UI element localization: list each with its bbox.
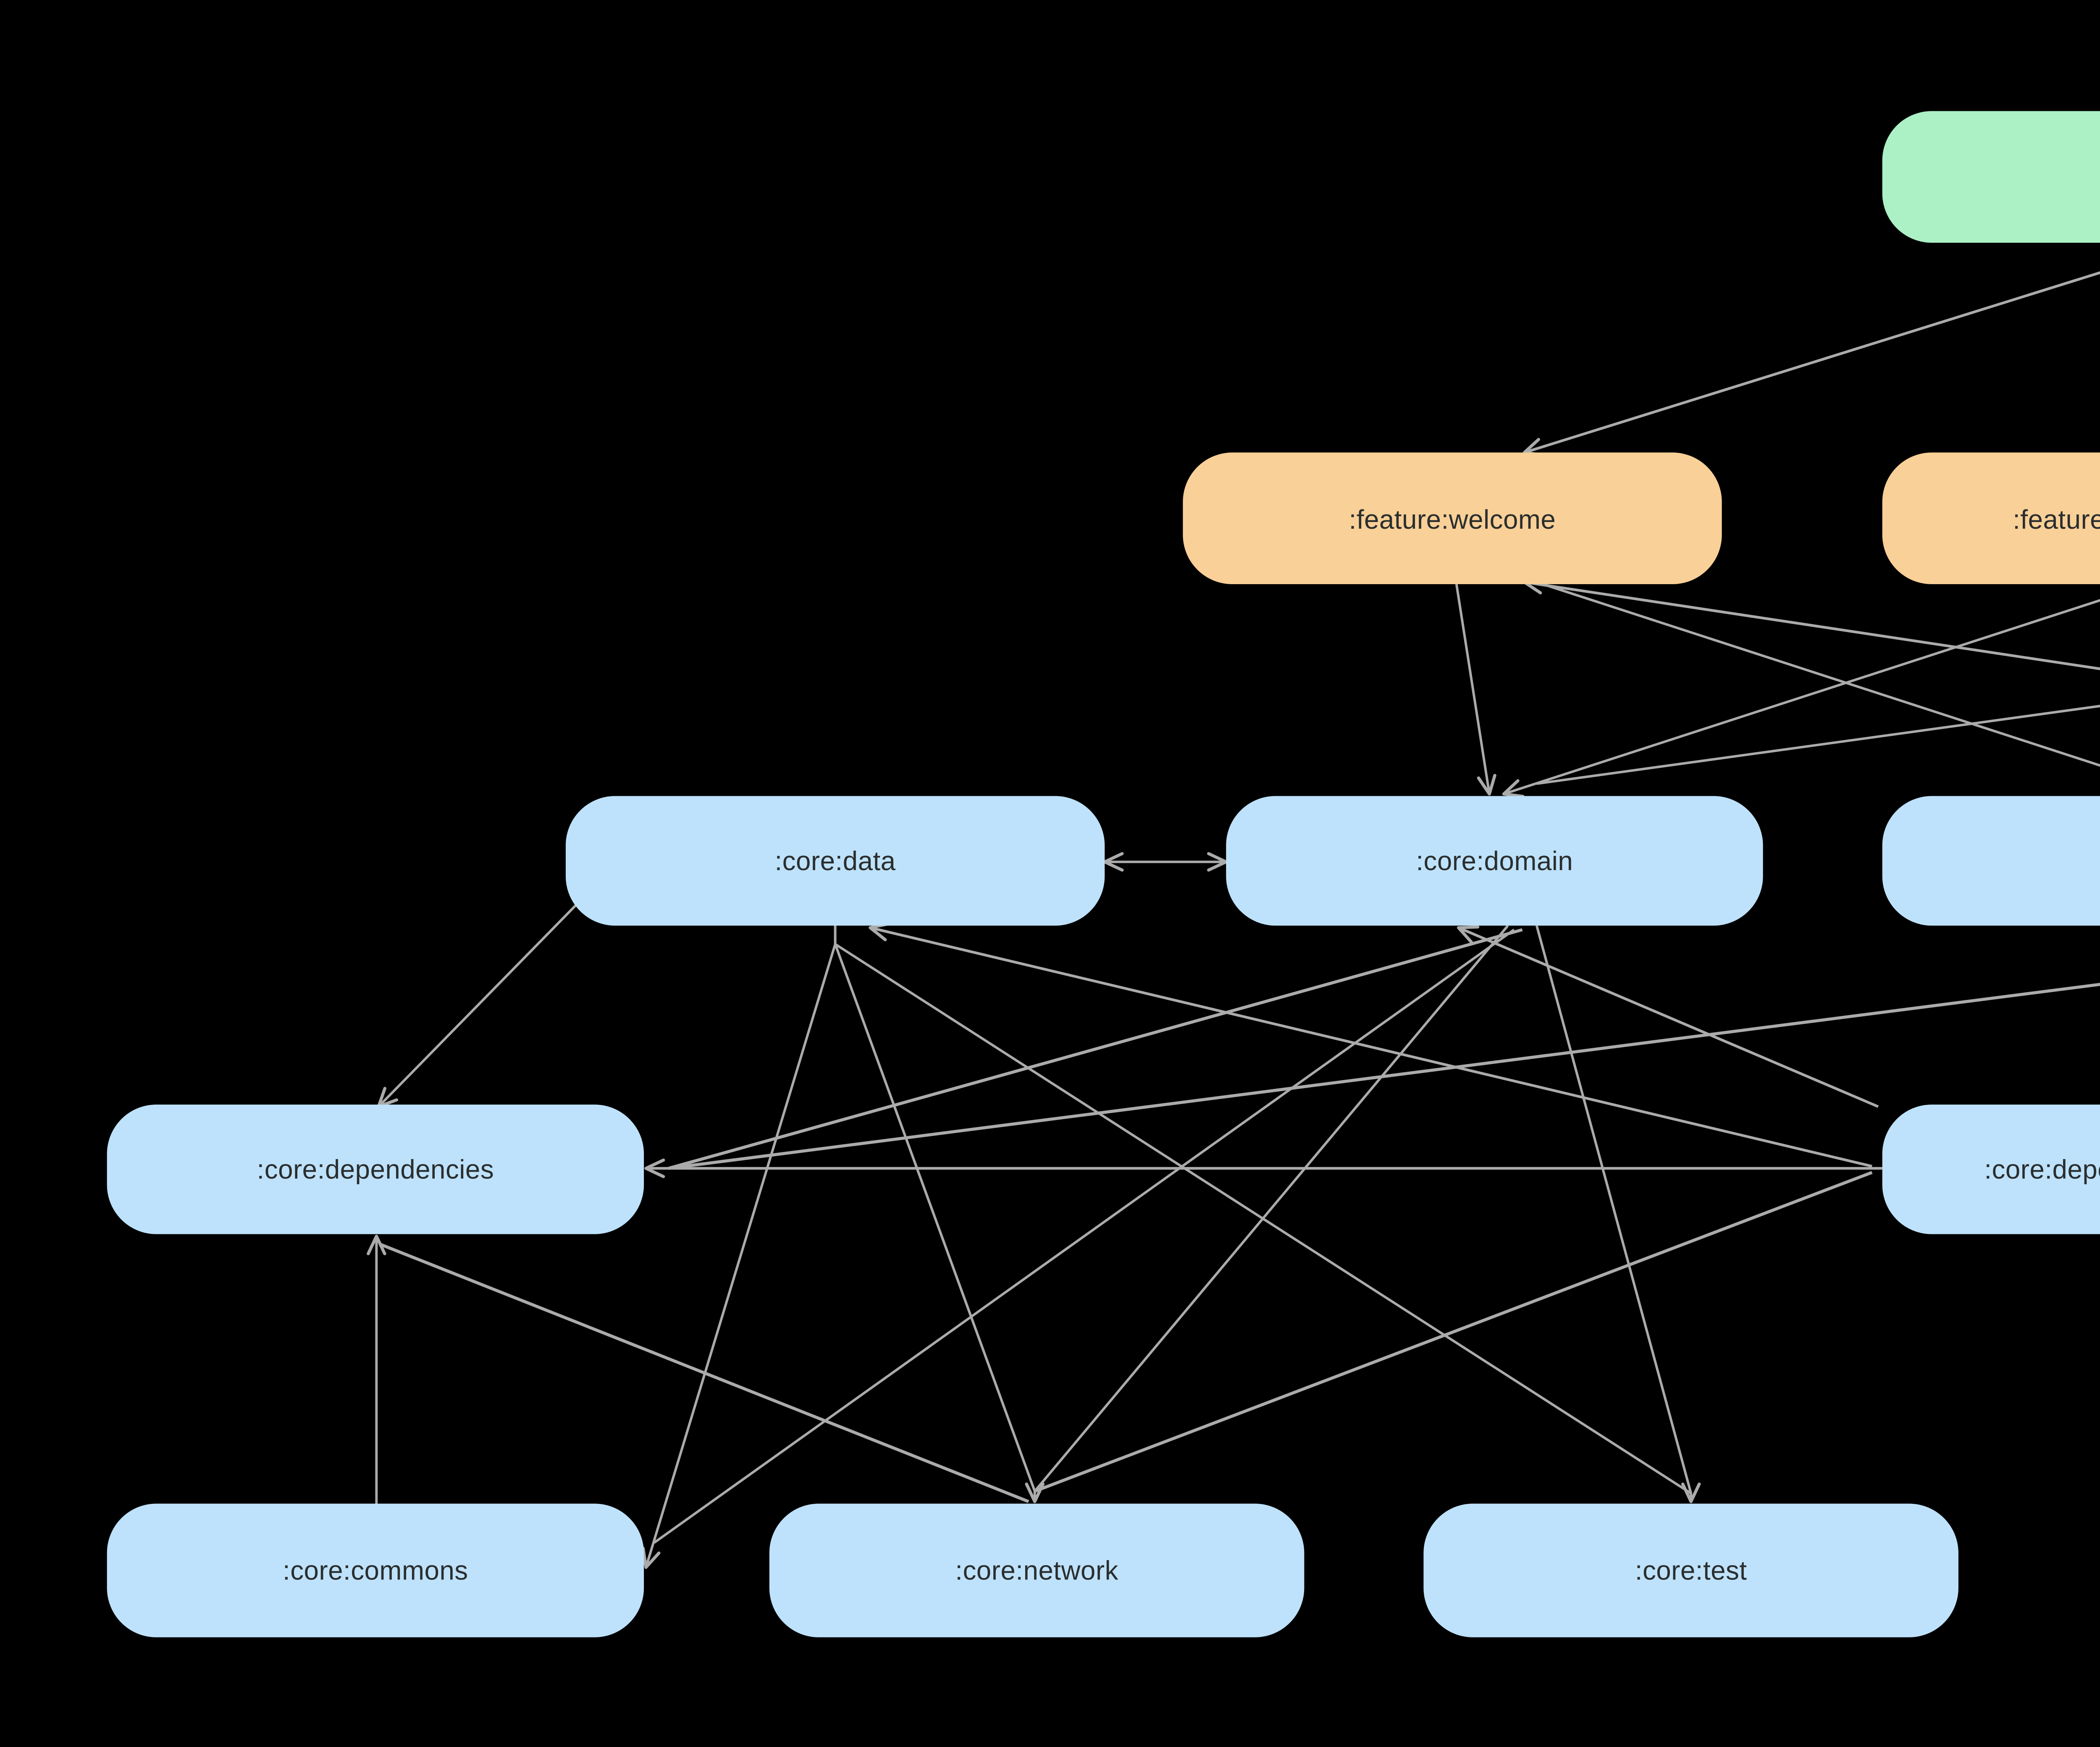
node-label: :feature:currencies_list xyxy=(2013,503,2100,534)
node-data: :core:data xyxy=(565,796,1105,926)
node-domain: :core:domain xyxy=(1226,796,1763,926)
edge-domain-test xyxy=(1535,925,1692,1494)
edge-data-dependencies xyxy=(377,904,577,1108)
node-label: :core:test xyxy=(1635,1555,1747,1586)
edge-di-data xyxy=(869,922,1872,1168)
node-di: :core:dependency_injection xyxy=(1882,1104,2100,1234)
node-label: :core:data xyxy=(774,845,896,876)
node-label: :core:network xyxy=(955,1555,1118,1586)
edge-network-dependencies xyxy=(380,1243,1029,1503)
edge-di-domain xyxy=(1457,925,1879,1108)
node-commons: :core:commons xyxy=(107,1503,644,1637)
edge-app-welcome xyxy=(1522,271,2100,457)
node-dependencies: :core:dependencies xyxy=(107,1104,644,1234)
node-label: :core:dependencies xyxy=(257,1154,494,1185)
node-label: :core:dependency_injection xyxy=(1984,1154,2100,1185)
edge-welcome-ui xyxy=(1542,583,2100,767)
node-currencies-list: :feature:currencies_list xyxy=(1882,452,2100,585)
edge-navigation-welcome xyxy=(1522,575,2100,670)
edge-currencies_list-domain xyxy=(1502,599,2100,798)
node-app: app xyxy=(1882,111,2100,243)
edge-domain-network xyxy=(1034,925,1509,1492)
node-network: :core:network xyxy=(769,1503,1305,1637)
edge-navigation-dependencies xyxy=(668,983,2100,1170)
node-test: :core:test xyxy=(1423,1503,1958,1637)
edge-di-network xyxy=(1034,1171,1873,1493)
node-label: :core:commons xyxy=(283,1555,468,1586)
edge-domain-commons xyxy=(653,929,1515,1544)
node-welcome: :feature:welcome xyxy=(1183,452,1722,585)
edge-welcome-domain xyxy=(1455,584,1496,796)
node-ui: :core:ui xyxy=(1882,796,2100,926)
node-label: :core:domain xyxy=(1416,845,1573,876)
edge-domain-dependencies xyxy=(668,928,1523,1170)
node-label: :feature:welcome xyxy=(1349,503,1556,534)
